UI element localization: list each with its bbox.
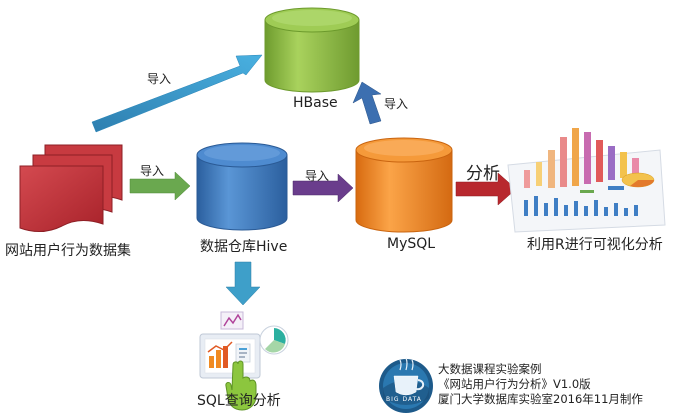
hbase-node [264, 7, 360, 93]
edge-label-hive-to-mysql: 导入 [305, 169, 330, 183]
mysql-node [355, 137, 453, 233]
r-visualization-label: 利用R进行可视化分析 [527, 237, 663, 253]
sql-analysis-label: SQL查询分析 [197, 393, 281, 409]
credits-line-1: 大数据课程实验案例 [438, 362, 542, 376]
hive-label: 数据仓库Hive [200, 239, 288, 255]
credits-line-3: 厦门大学数据库实验室2016年11月制作 [438, 392, 643, 406]
arrow-dataset-to-hive [129, 171, 191, 201]
r-visualization-image [507, 128, 666, 233]
dataset-node [19, 144, 123, 232]
arrow-mysql-to-r [455, 172, 517, 206]
arrow-dataset-to-hbase [91, 54, 263, 133]
dataset-label: 网站用户行为数据集 [5, 243, 131, 259]
arrow-mysql-to-hbase [352, 81, 382, 125]
hive-node [196, 142, 288, 231]
big-data-logo [379, 357, 433, 413]
arrow-hive-to-sql [225, 261, 261, 306]
edge-label-mysql-to-r: 分析 [466, 164, 500, 184]
edge-label-dataset-to-hbase: 导入 [147, 72, 172, 86]
credits-line-2: 《网站用户行为分析》V1.0版 [438, 377, 591, 391]
logo-text: BIG DATA [386, 396, 422, 403]
credits-block: 大数据课程实验案例 《网站用户行为分析》V1.0版 厦门大学数据库实验室2016… [438, 362, 643, 407]
mysql-label: MySQL [387, 236, 436, 252]
arrow-hive-to-mysql [292, 173, 354, 203]
hbase-label: HBase [293, 95, 338, 111]
edge-label-mysql-to-hbase: 导入 [384, 97, 409, 111]
sql-analysis-image [199, 311, 289, 411]
edge-label-dataset-to-hive: 导入 [140, 164, 165, 178]
